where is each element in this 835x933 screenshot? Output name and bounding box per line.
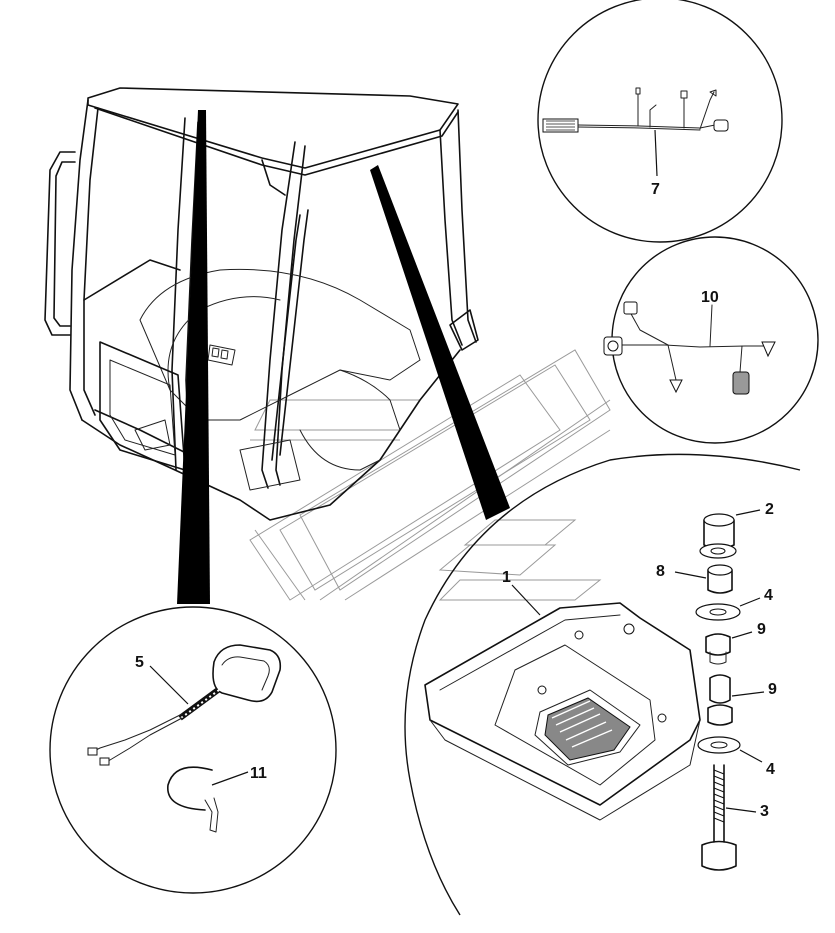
detail-circle-harness-10: 10: [603, 236, 819, 444]
callout-9b: 9: [768, 681, 777, 698]
callout-3: 3: [760, 803, 769, 820]
callout-2: 2: [765, 501, 774, 518]
callout-5: 5: [135, 654, 144, 671]
callout-9a: 9: [757, 621, 766, 638]
detail-circle-harness-7: 7: [537, 0, 783, 243]
callout-11: 11: [250, 765, 267, 782]
callout-7: 7: [651, 181, 660, 198]
ghost-background-shapes: [249, 349, 611, 601]
callout-10: 10: [701, 289, 719, 306]
cab-frame: [44, 87, 479, 521]
detail-circle-mount: 1 2 8 4 9 9 4 3: [404, 453, 801, 916]
callout-4b: 4: [766, 761, 775, 778]
detail-circle-cable-5: 5 11: [49, 606, 337, 894]
callout-4a: 4: [764, 587, 773, 604]
callout-1: 1: [502, 569, 511, 586]
callout-8: 8: [656, 563, 665, 580]
pointer-wedges: [177, 110, 510, 604]
